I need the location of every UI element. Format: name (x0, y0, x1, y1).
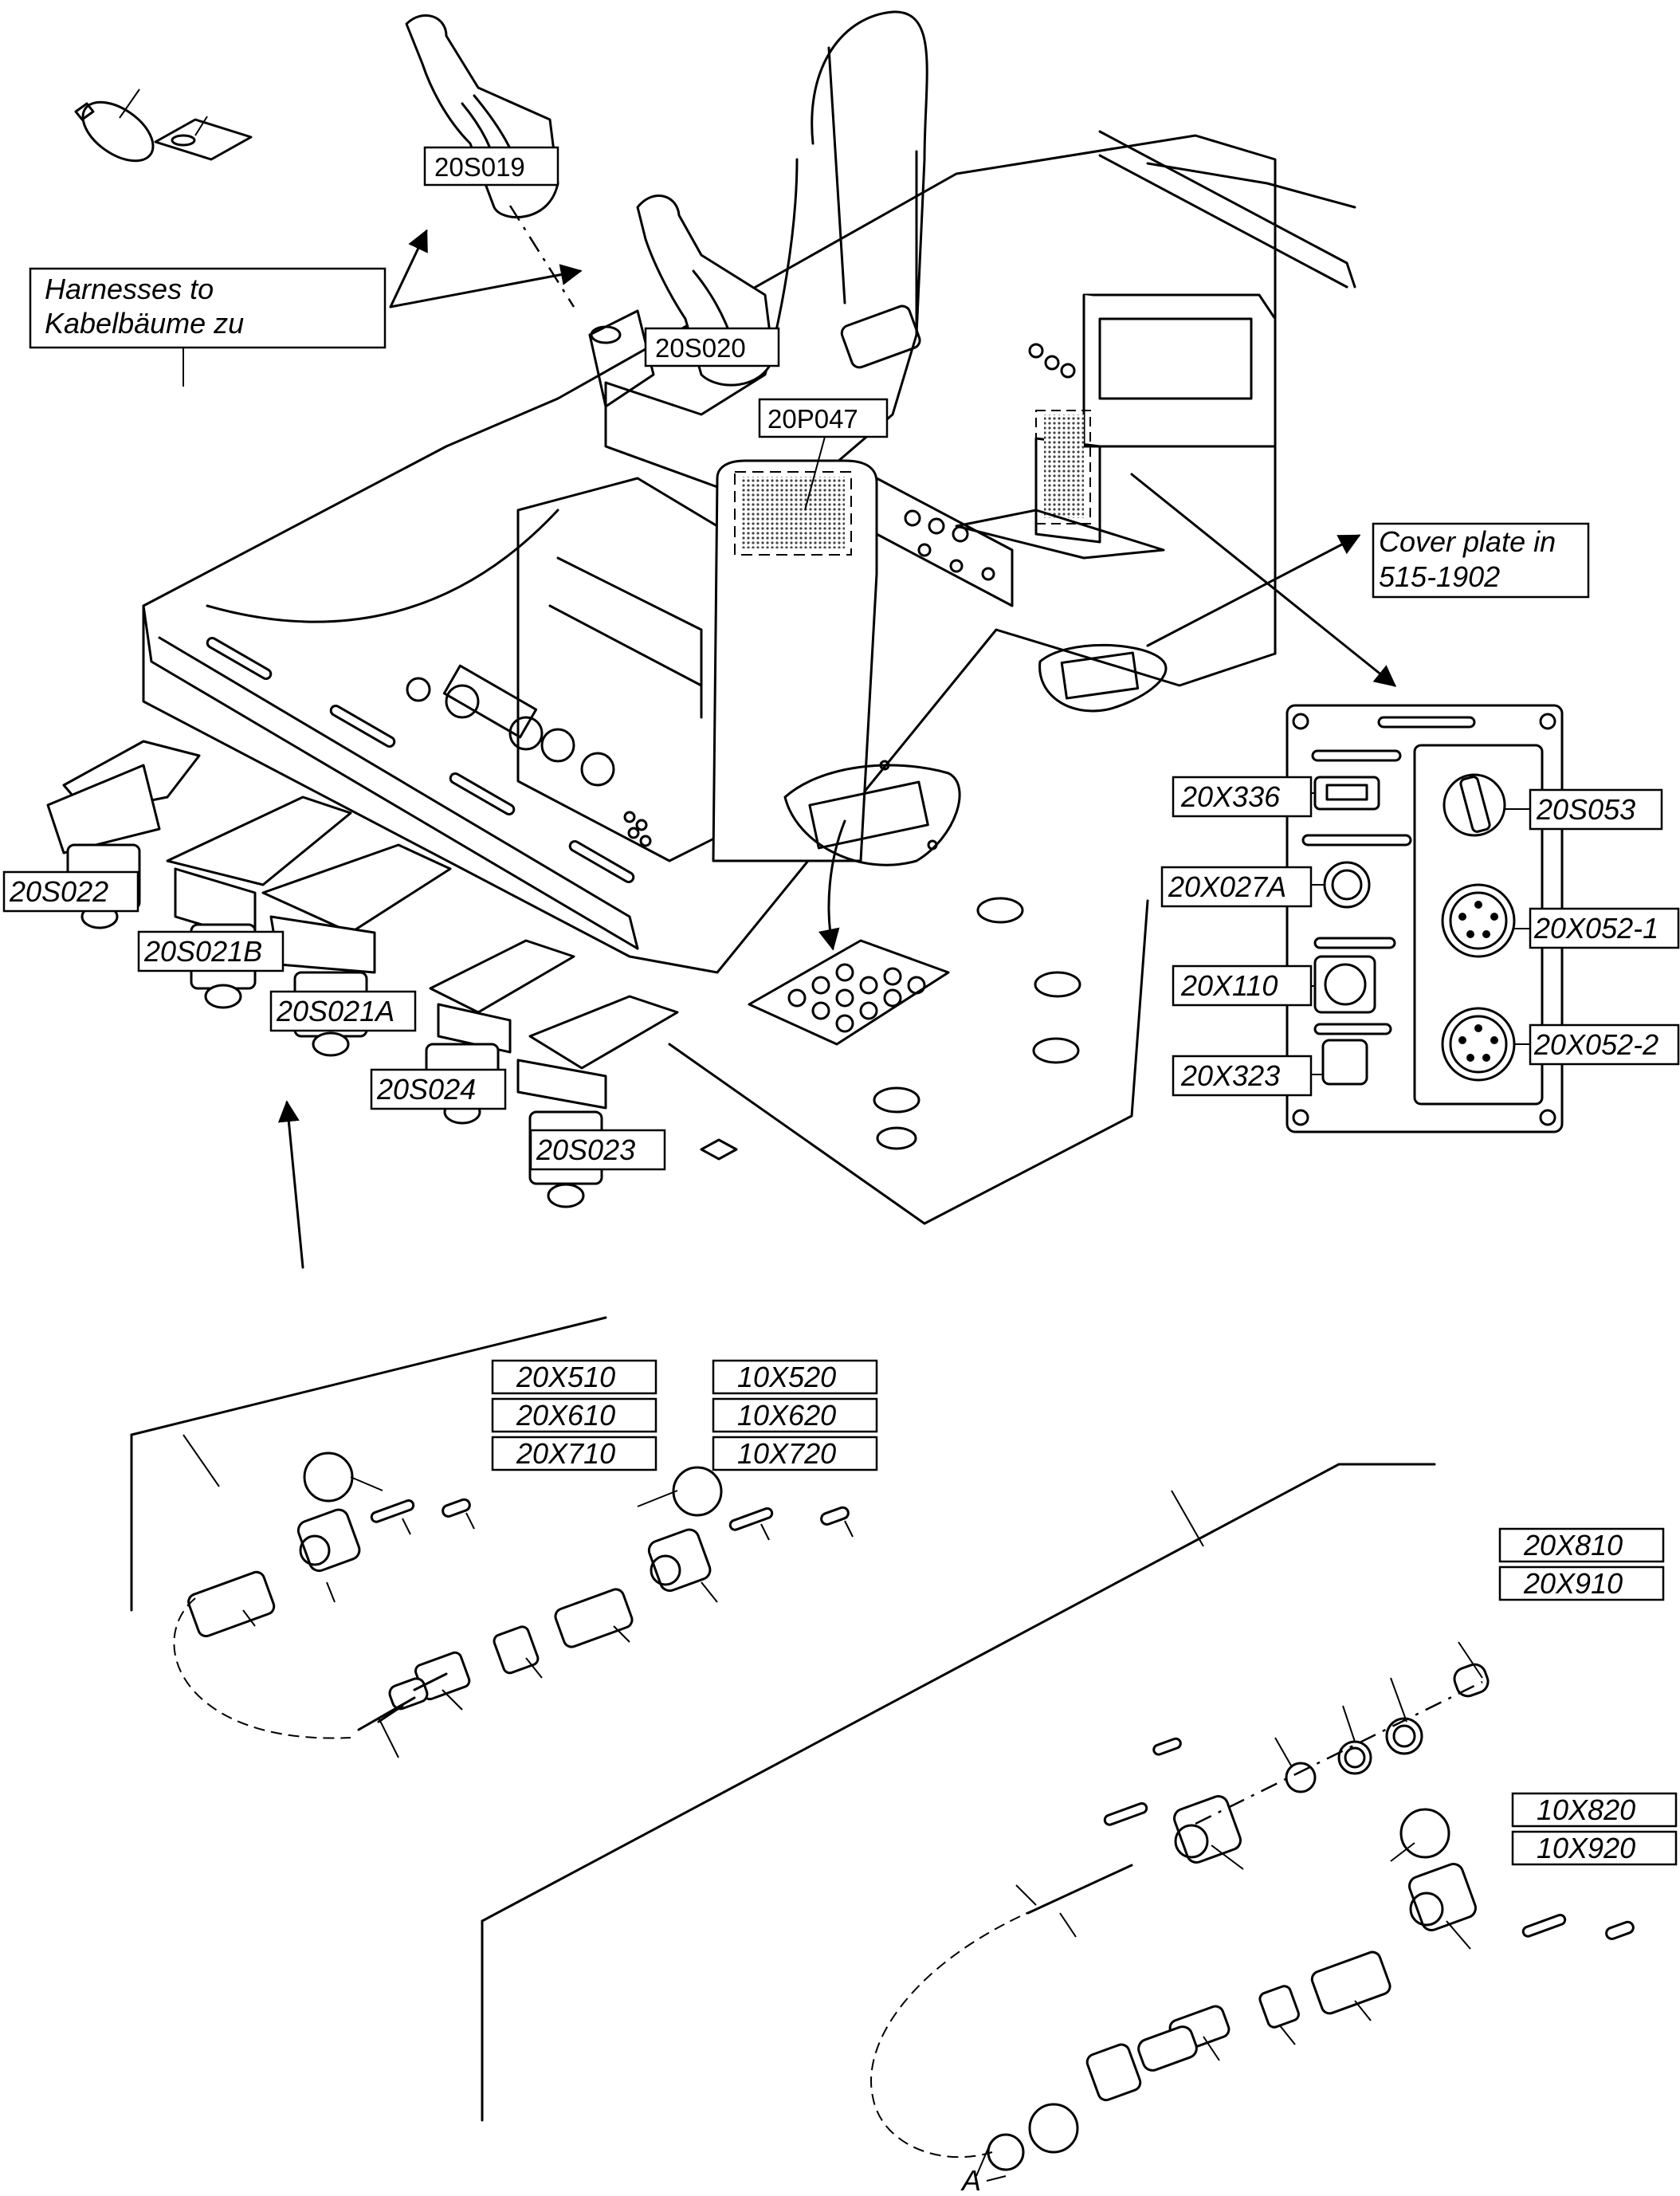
label-20s022: 20S022 (2, 870, 139, 913)
svg-text:20X110: 20X110 (1180, 969, 1278, 1002)
label-20p047: 20P047 (758, 398, 889, 511)
harness-arrows (277, 229, 1397, 1269)
label-20x510: 20X510 (491, 1359, 657, 1395)
svg-text:20X323: 20X323 (1180, 1059, 1280, 1092)
detail-letter: A (960, 2164, 981, 2196)
svg-text:20X027A: 20X027A (1168, 870, 1286, 903)
svg-text:20S021B: 20S021B (143, 935, 262, 968)
svg-text:20S053: 20S053 (1536, 793, 1635, 826)
svg-text:10X720: 10X720 (737, 1437, 836, 1470)
cable-clamp-icon (74, 88, 155, 163)
operator-seat (604, 10, 928, 512)
svg-text:20S023: 20S023 (536, 1133, 635, 1166)
cover-plate-note-line1: Cover plate in (1379, 525, 1556, 558)
svg-text:10X620: 10X620 (737, 1399, 836, 1432)
svg-text:10X520: 10X520 (737, 1361, 836, 1393)
beam-slots (206, 637, 635, 883)
label-20x810: 20X810 (1498, 1527, 1665, 1563)
label-20s024: 20S024 (370, 1068, 507, 1110)
right-control-box (955, 293, 1277, 655)
label-10x820: 10X820 (1511, 1792, 1678, 1828)
harnesses-note: Harnesses to Kabelbäume zu (29, 267, 387, 387)
connector-set-left (130, 1316, 854, 1758)
label-20s020: 20S020 (644, 327, 780, 367)
svg-text:20P047: 20P047 (767, 404, 858, 434)
connector-panel (1286, 704, 1564, 1133)
svg-text:20X610: 20X610 (516, 1399, 615, 1432)
label-20x052-2: 20X052-2 (1529, 1023, 1680, 1066)
label-10x920: 10X920 (1511, 1830, 1678, 1866)
label-20x027a: 20X027A (1160, 866, 1313, 908)
label-20x610: 20X610 (491, 1397, 657, 1433)
svg-text:20X810: 20X810 (1523, 1529, 1623, 1562)
cover-plate-center (783, 760, 961, 866)
svg-text:20X510: 20X510 (516, 1361, 615, 1393)
svg-text:20S024: 20S024 (376, 1073, 476, 1106)
svg-text:20X910: 20X910 (1523, 1567, 1623, 1600)
label-20x336: 20X336 (1172, 776, 1313, 818)
label-20s023: 20S023 (529, 1129, 666, 1171)
floor-grommets (700, 897, 1081, 1161)
cover-plate-right (1038, 643, 1168, 713)
svg-text:20X052-1: 20X052-1 (1533, 912, 1658, 945)
label-20s021b: 20S021B (137, 930, 285, 972)
grommet-plate (748, 939, 950, 1046)
label-20x110: 20X110 (1172, 964, 1313, 1007)
svg-text:20S021A: 20S021A (276, 995, 394, 1027)
label-20x710: 20X710 (491, 1436, 657, 1471)
cover-plate-note-line2: 515-1902 (1379, 560, 1500, 593)
joystick-right (588, 194, 775, 408)
label-20s021a: 20S021A (269, 990, 417, 1032)
panel-leaders (1311, 792, 1530, 1075)
svg-text:20S019: 20S019 (434, 152, 525, 182)
cab-rails (1098, 130, 1356, 289)
label-20s053: 20S053 (1529, 788, 1663, 831)
connector-set-right (481, 1463, 1635, 2177)
svg-text:20S020: 20S020 (655, 333, 746, 363)
console-holes (406, 664, 652, 847)
grommet-plate-holes (787, 963, 926, 1033)
label-20x323: 20X323 (1172, 1055, 1313, 1097)
label-10x620: 10X620 (712, 1397, 878, 1433)
pedal-20s023 (516, 995, 679, 1208)
label-10x720: 10X720 (712, 1436, 878, 1471)
svg-text:10X920: 10X920 (1537, 1832, 1635, 1864)
harnesses-note-line1: Harnesses to (45, 273, 214, 305)
console-tower (712, 459, 1014, 862)
id-tag-icon (154, 116, 253, 161)
label-20x052-1: 20X052-1 (1529, 907, 1680, 949)
label-10x520: 10X520 (712, 1359, 878, 1395)
cover-plate-note: Cover plate in 515-1902 (1372, 522, 1590, 599)
svg-text:20S022: 20S022 (9, 875, 108, 908)
joystick-left (405, 14, 559, 218)
svg-text:20X710: 20X710 (516, 1437, 615, 1470)
label-20x910: 20X910 (1498, 1565, 1665, 1601)
svg-text:20X052-2: 20X052-2 (1533, 1028, 1658, 1061)
label-20s019: 20S019 (423, 146, 559, 187)
svg-text:10X820: 10X820 (1537, 1793, 1635, 1826)
svg-text:20X336: 20X336 (1180, 780, 1281, 813)
harnesses-note-line2: Kabelbäume zu (45, 307, 244, 340)
